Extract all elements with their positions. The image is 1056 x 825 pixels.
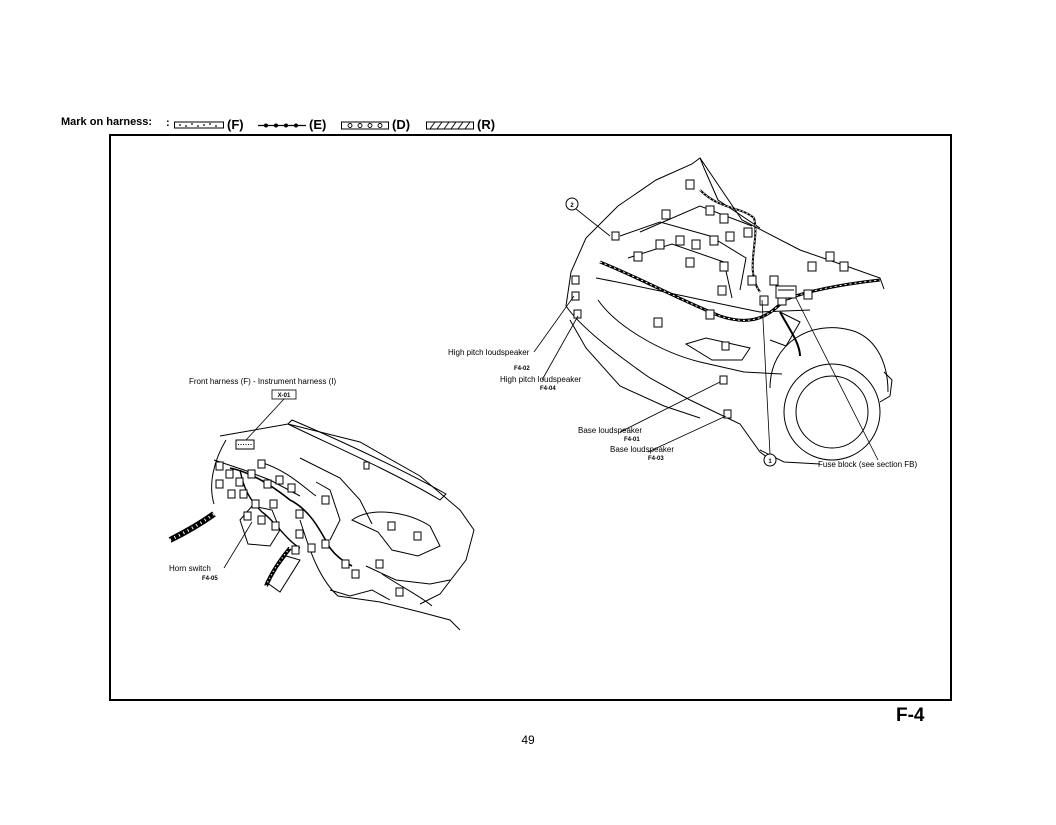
harness-mark-d-code: (D)	[392, 117, 411, 132]
harness-mark-r-code: (R)	[477, 117, 496, 132]
legend-separator: :	[166, 117, 170, 129]
harness-mark-f-swatch	[174, 121, 224, 129]
code-f4-04: F4-04	[540, 386, 556, 392]
page-number: 49	[521, 733, 535, 747]
callout-1: 1	[761, 299, 777, 467]
svg-text:2: 2	[570, 203, 574, 209]
code-x-01-box: X-01	[271, 389, 297, 400]
legend-title: Mark on harness:	[61, 116, 153, 128]
label-high-pitch-loudspeaker-1: High pitch loudspeaker	[448, 348, 530, 357]
page-section-id: F-4	[896, 705, 925, 726]
harness-mark-r-swatch	[426, 121, 474, 130]
label-front-harness: Front harness (F) - Instrument harness (…	[189, 377, 336, 386]
diagram-frame	[109, 134, 952, 701]
label-base-loudspeaker-1: Base loudspeaker	[578, 426, 642, 435]
leader-x-01	[245, 398, 285, 441]
svg-text:1: 1	[768, 459, 772, 465]
svg-text:X-01: X-01	[278, 393, 291, 399]
callout-2: 2	[565, 197, 611, 237]
engine-leader-lines	[533, 295, 879, 461]
label-fuse-block: Fuse block (see section FB)	[818, 460, 917, 469]
engine-compartment-illustration	[565, 157, 893, 465]
harness-mark-d-swatch	[341, 121, 389, 130]
label-base-loudspeaker-2: Base loudspeaker	[610, 445, 674, 454]
harness-mark-f-code: (F)	[227, 117, 244, 132]
code-f4-02: F4-02	[514, 366, 530, 372]
harness-mark-e-swatch	[258, 123, 306, 128]
label-horn-switch: Horn switch	[169, 564, 211, 573]
code-f4-03: F4-03	[648, 456, 664, 462]
code-f4-01: F4-01	[624, 437, 640, 443]
leader-horn-switch	[223, 521, 253, 569]
instrument-panel-illustration	[168, 419, 475, 631]
harness-mark-e-code: (E)	[309, 117, 327, 132]
label-high-pitch-loudspeaker-2: High pitch loudspeaker	[500, 375, 582, 384]
code-f4-05: F4-05	[202, 576, 218, 582]
